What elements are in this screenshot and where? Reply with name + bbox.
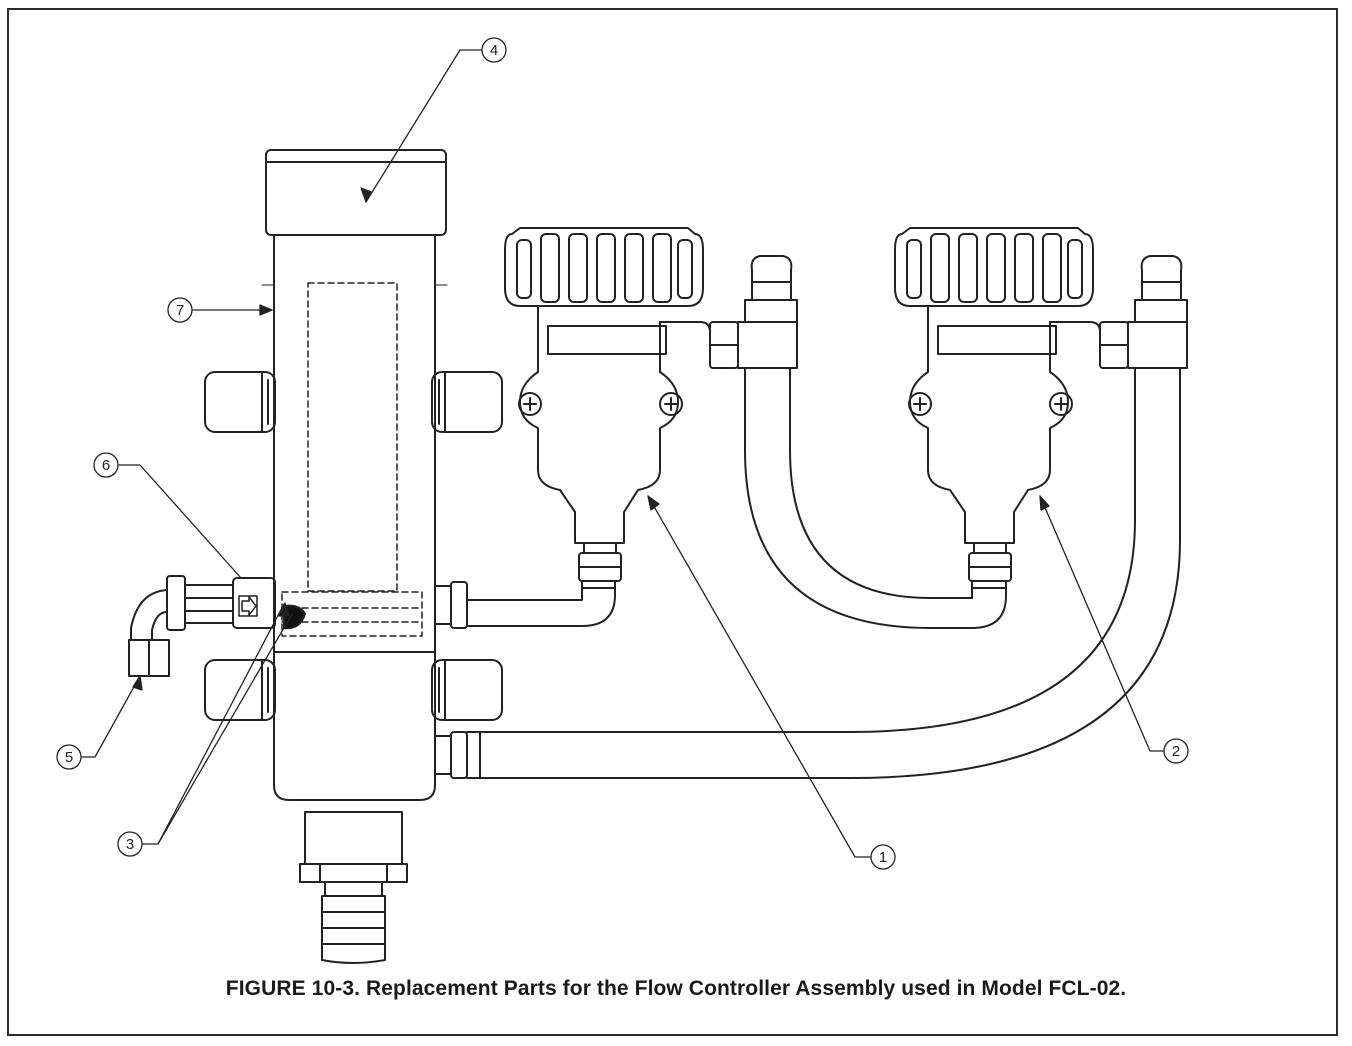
tubing bbox=[466, 367, 1181, 779]
callout-6: 6 bbox=[93, 452, 119, 478]
flow-controller-1 bbox=[466, 227, 798, 627]
callout-5-label: 5 bbox=[65, 749, 73, 766]
lower-mounting-brackets bbox=[204, 659, 503, 721]
callout-6-label: 6 bbox=[102, 457, 110, 474]
callout-2: 2 bbox=[1163, 738, 1189, 764]
callout-1: 1 bbox=[870, 844, 896, 870]
flow-controller-2 bbox=[894, 227, 1188, 582]
callout-4-label: 4 bbox=[490, 42, 498, 59]
inlet-check-valve-fitting bbox=[166, 575, 276, 631]
leader-lines bbox=[81, 49, 1164, 858]
elbow-tube-fitting bbox=[128, 589, 170, 677]
bottom-outlet-fitting bbox=[299, 811, 408, 964]
callout-7-label: 7 bbox=[176, 302, 184, 319]
figure-caption: FIGURE 10-3. Replacement Parts for the F… bbox=[225, 977, 1127, 1000]
callout-3: 3 bbox=[117, 831, 143, 857]
flowmeter-body bbox=[261, 149, 448, 801]
upper-mounting-brackets bbox=[204, 371, 503, 433]
callout-1-label: 1 bbox=[879, 849, 887, 866]
callout-5: 5 bbox=[56, 744, 82, 770]
figure-frame bbox=[7, 8, 1338, 1036]
callout-3-label: 3 bbox=[126, 836, 134, 853]
callout-2-label: 2 bbox=[1172, 743, 1180, 760]
callout-4: 4 bbox=[481, 37, 507, 63]
callout-7: 7 bbox=[167, 297, 193, 323]
